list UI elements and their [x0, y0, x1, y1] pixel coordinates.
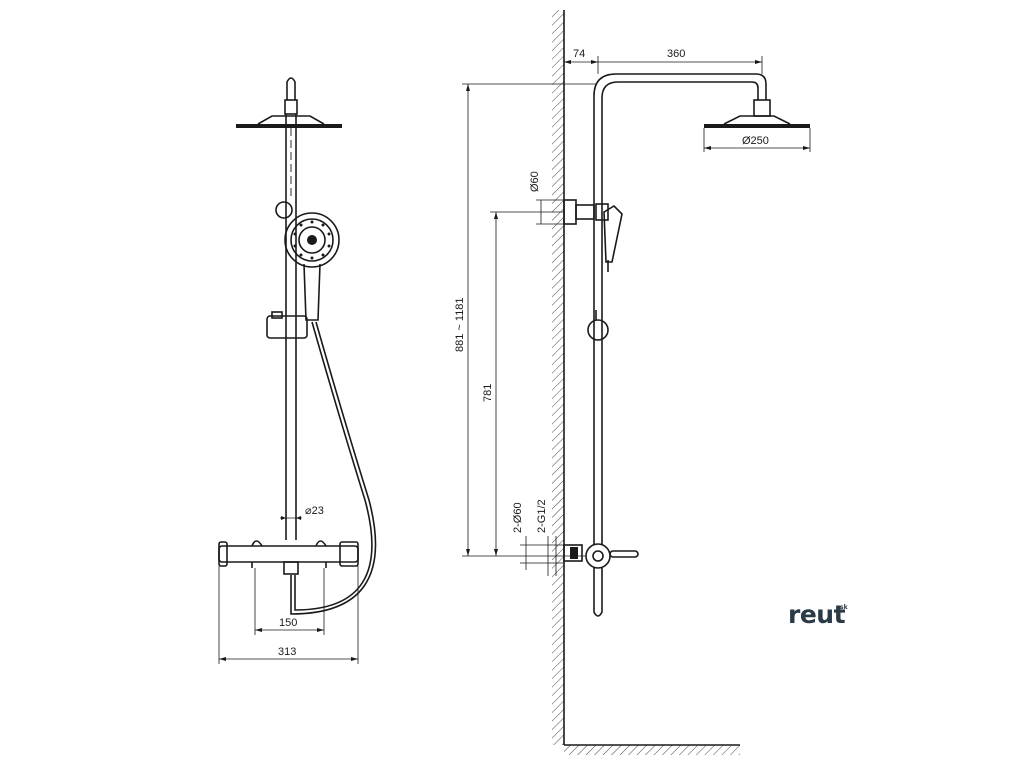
- height-range-label: 881 ~ 1181: [454, 297, 466, 352]
- front-shower-head-body: [257, 115, 325, 125]
- front-mixer-left-inlet: [251, 540, 263, 547]
- front-shower-head: [236, 124, 342, 128]
- brand-logo: reut sk: [788, 600, 849, 629]
- total-width-label: 313: [278, 646, 296, 658]
- side-mixer-handle: [609, 550, 639, 558]
- bracket-diameter-label: Ø60: [529, 171, 541, 192]
- brand-suffix: sk: [840, 604, 849, 611]
- front-hand-shower-handle: [303, 263, 321, 321]
- front-mixer-right-inlet: [315, 540, 327, 547]
- side-lower-outlet: [593, 568, 603, 617]
- side-riser-inner: [601, 81, 759, 545]
- bracket-height-label: 781: [482, 384, 494, 402]
- front-mixer-outlet: [283, 561, 299, 575]
- side-riser-outer: [593, 73, 767, 545]
- side-view: 881 ~ 1181 781 Ø60 2-Ø60 2-G1/2 74 360: [454, 10, 811, 755]
- arm-length-label: 360: [667, 48, 685, 60]
- side-shower-head: [704, 124, 810, 128]
- front-thermostatic-mixer: [218, 545, 359, 563]
- side-mixer-body: [585, 543, 611, 569]
- side-holder: [595, 203, 609, 221]
- pipe-diameter-label: ⌀23: [305, 505, 324, 517]
- front-slider: [266, 315, 308, 339]
- front-top-connector: [284, 99, 298, 115]
- head-diameter-label: Ø250: [742, 135, 769, 147]
- front-view: ⌀23 150 313: [218, 77, 377, 664]
- front-riser-top: [286, 77, 296, 100]
- mixer-spacing-label: 150: [279, 617, 297, 629]
- brand-name: reut: [788, 600, 846, 629]
- inlet-thread-label: 2-G1/2: [536, 499, 548, 533]
- front-hand-shower: [284, 212, 340, 268]
- front-hand-shower-nozzles: [293, 220, 331, 260]
- side-slider-knob: [587, 319, 609, 341]
- wall-offset-label: 74: [573, 48, 585, 60]
- front-wall-bracket: [275, 201, 293, 219]
- side-wall-bracket: [563, 199, 577, 225]
- side-wall-flange: [563, 544, 583, 562]
- side-hand-shower: [603, 204, 623, 263]
- inlet-flange-label: 2-Ø60: [512, 502, 524, 533]
- side-head-connector: [753, 99, 771, 117]
- wall-hatch: [552, 10, 564, 745]
- front-hose: [294, 321, 373, 611]
- floor-hatch: [564, 745, 740, 755]
